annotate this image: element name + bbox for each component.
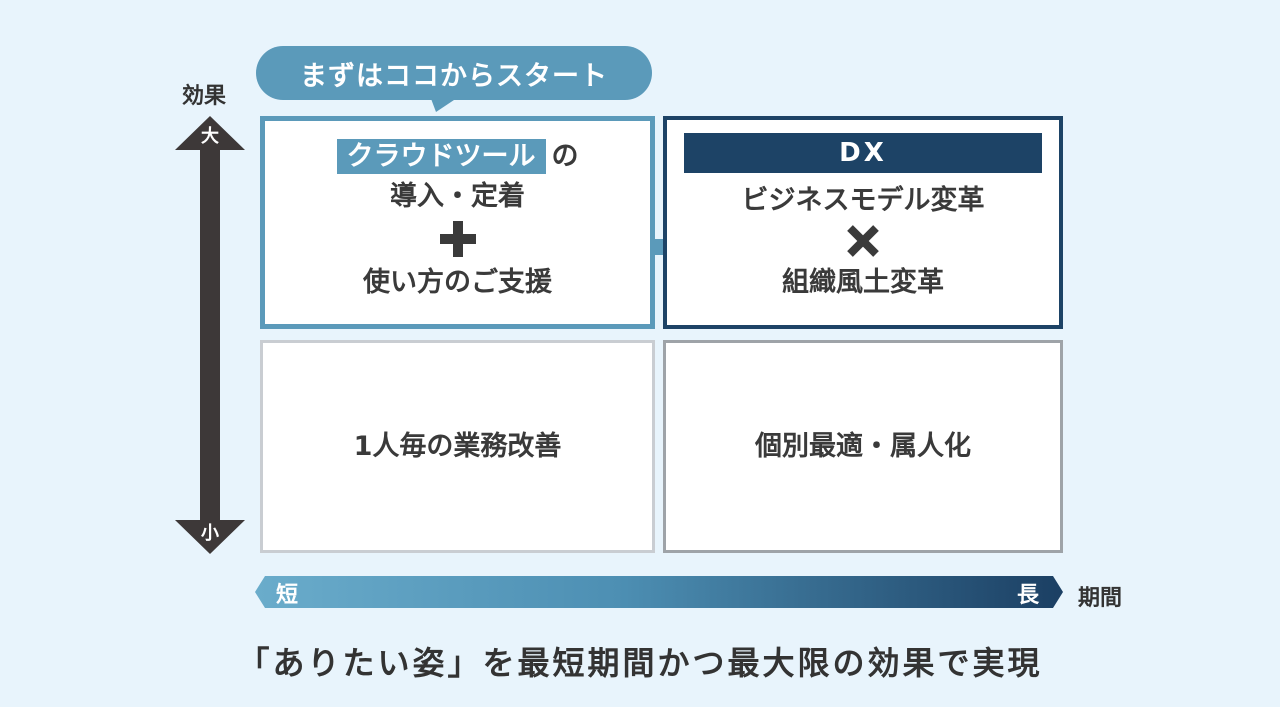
caption: 「ありたい姿」を最短期間かつ最大限の効果で実現 (237, 644, 1043, 682)
horizontal-axis-end-label: 長 (1017, 583, 1040, 608)
quadrant-bottom-right: 個別最適・属人化 (663, 340, 1063, 553)
horizontal-axis-start-label: 短 (276, 583, 299, 608)
start-here-bubble: まずはココからスタート (256, 46, 652, 100)
vertical-axis-bottom-label: 小 (201, 523, 219, 544)
top-left-line-1: クラウドツールの (336, 137, 579, 177)
top-right-line-2: 組織風土変革 (782, 266, 944, 298)
top-left-line-2: 導入・定着 (390, 180, 525, 212)
horizontal-axis-gradient-arrow (255, 576, 1063, 608)
top-right-line-1: ビジネスモデル変革 (741, 184, 985, 216)
bottom-left-text: 1人毎の業務改善 (353, 430, 562, 462)
vertical-axis-label: 効果 (182, 84, 227, 109)
top-left-line-3: 使い方のご支援 (363, 266, 552, 298)
plus-icon (439, 220, 476, 257)
vertical-axis-double-arrow (175, 116, 245, 554)
bottom-right-text: 個別最適・属人化 (755, 430, 971, 462)
quadrant-bottom-left: 1人毎の業務改善 (260, 340, 655, 553)
quadrant-top-right: DX ビジネスモデル変革 組織風土変革 (663, 116, 1063, 329)
cloud-tool-highlight: クラウドツール (336, 138, 546, 174)
cloud-tool-suffix: の (551, 140, 579, 172)
vertical-axis-top-label: 大 (201, 126, 219, 147)
bubble-tail-icon (430, 96, 460, 112)
horizontal-axis-label: 期間 (1078, 586, 1123, 611)
quadrant-top-left: クラウドツールの 導入・定着 使い方のご支援 (260, 116, 655, 329)
cross-icon (847, 224, 879, 257)
dx-header: DX (684, 132, 1042, 173)
